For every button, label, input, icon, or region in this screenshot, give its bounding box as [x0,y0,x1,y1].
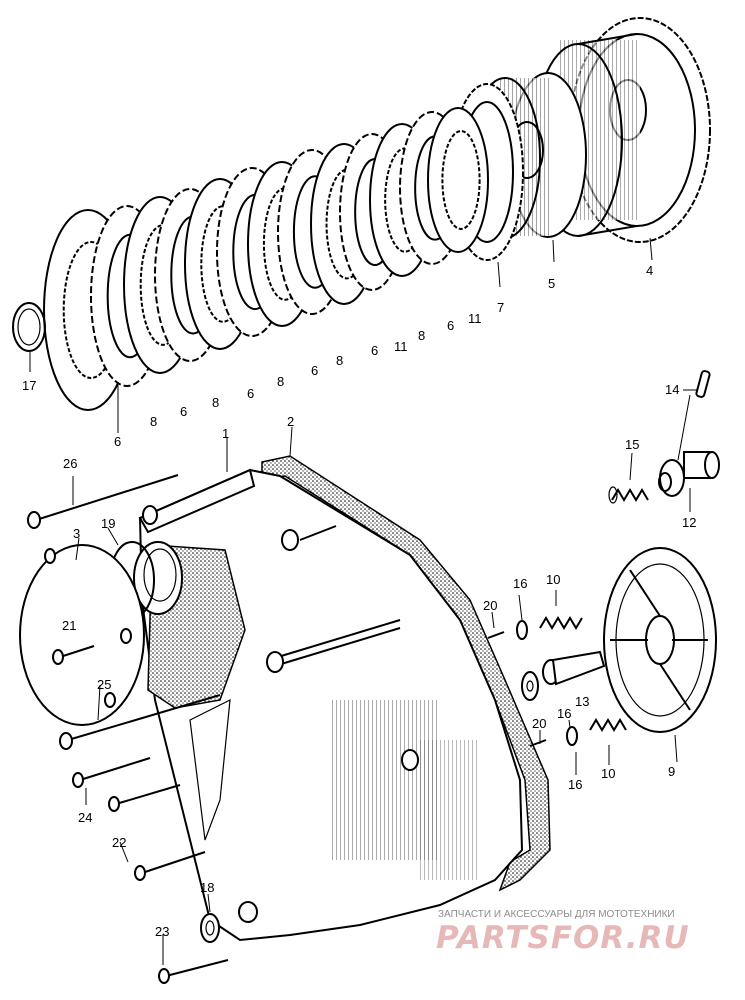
label-part-5: 5 [548,276,555,291]
label-part-10a: 10 [546,572,560,587]
part-number-labels: 1 2 3 4 5 6 6 6 6 6 6 7 8 8 8 8 8 9 10 1… [22,263,696,939]
label-part-16a: 16 [513,576,527,591]
label-part-15: 15 [625,437,639,452]
label-part-6b: 6 [180,404,187,419]
label-part-6c: 6 [247,386,254,401]
label-part-6f: 6 [447,318,454,333]
watermark-subtitle: ЗАПЧАСТИ И АКСЕССУАРЫ ДЛЯ МОТОТЕХНИКИ [438,909,675,920]
label-part-16b: 16 [557,706,571,721]
bolt-23 [158,959,229,984]
label-part-6e: 6 [371,343,378,358]
label-part-8b: 8 [212,395,219,410]
washer-upper [516,620,528,640]
label-part-8c: 8 [277,374,284,389]
label-part-19: 19 [101,516,115,531]
label-part-2: 2 [287,414,294,429]
lifter-pin [695,370,711,398]
clutch-cover [133,468,524,942]
inspection-cover [19,544,145,726]
washer-middle [521,671,539,701]
dowel-20-lower [529,739,547,747]
label-part-18: 18 [200,880,214,895]
clutch-spring-upper [539,616,583,630]
label-part-16c: 16 [568,777,582,792]
clutch-steel-plate [427,107,489,253]
clutch-lifter-plate [603,547,717,733]
label-part-6a: 6 [114,434,121,449]
label-part-6d: 6 [311,363,318,378]
label-part-22: 22 [112,835,126,850]
label-part-11b: 11 [468,311,482,326]
clutch-spring-lower [589,718,627,732]
bolt-22-lower [134,851,206,881]
label-part-9: 9 [668,764,675,779]
label-part-14: 14 [665,382,679,397]
label-part-17: 17 [22,378,36,393]
clutch-plate-stack [43,107,489,411]
bolt-22-upper [108,784,181,812]
label-part-13: 13 [575,694,589,709]
label-part-8d: 8 [336,353,343,368]
label-part-1: 1 [222,426,229,441]
label-part-12: 12 [682,515,696,530]
watermark: ЗАПЧАСТИ И АКСЕССУАРЫ ДЛЯ МОТОТЕХНИКИ PA… [436,909,690,956]
label-part-4: 4 [646,263,653,278]
bolt-25 [59,694,221,750]
washer-lower [566,726,578,746]
label-part-11a: 11 [394,339,408,354]
lifter-spring [608,486,649,504]
watermark-brand: PARTSFOR.RU [436,920,690,956]
label-part-26: 26 [63,456,77,471]
label-part-20b: 20 [532,716,546,731]
label-part-10b: 10 [601,766,615,781]
bolt-24 [72,757,151,788]
dowel-20-upper [487,631,505,639]
label-part-25: 25 [97,677,111,692]
long-bolt-26 [27,474,179,529]
label-part-24: 24 [78,810,92,825]
washer-18 [200,913,220,943]
label-part-8e: 8 [418,328,425,343]
label-part-7: 7 [497,300,504,315]
screw-21 [52,645,95,665]
leader-lines [29,237,697,965]
label-part-23: 23 [155,924,169,939]
label-part-3: 3 [73,526,80,541]
label-part-8a: 8 [150,414,157,429]
lifter-piece [658,451,720,497]
label-part-21: 21 [62,618,76,633]
label-part-20a: 20 [483,598,497,613]
lifter-rod [542,650,606,686]
snap-ring [12,302,46,352]
